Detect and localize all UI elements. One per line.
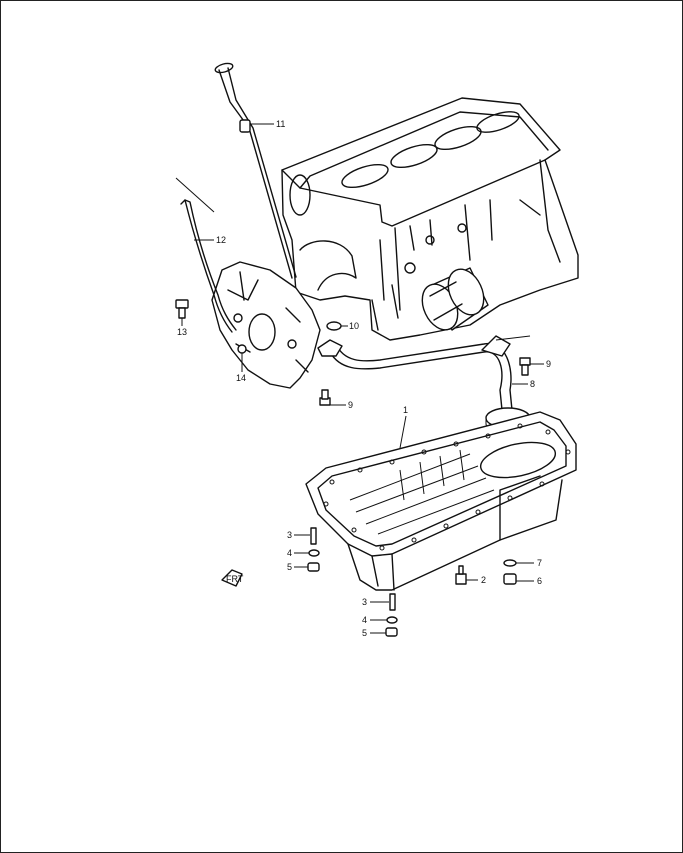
callouts: 1 2 3 4 5 3 4 5 6 7 8 9 9 10 11 12 13 (177, 119, 551, 638)
front-marker-label: FRT (226, 574, 244, 584)
oil-strainer (317, 335, 531, 431)
callout-9-upper: 9 (546, 359, 551, 369)
callout-4-lower: 4 (362, 615, 367, 625)
callout-6: 6 (537, 576, 542, 586)
callout-2: 2 (481, 575, 486, 585)
front-direction-arrow-icon: FRT (221, 569, 244, 587)
stud-3-upper (310, 527, 317, 545)
engine-block (281, 97, 579, 341)
oil-level-gauge (214, 62, 297, 279)
callout-8: 8 (530, 379, 535, 389)
callout-9-lower: 9 (348, 400, 353, 410)
callout-1: 1 (403, 405, 408, 415)
callout-14: 14 (236, 373, 246, 383)
washer-4-lower (386, 616, 398, 624)
callout-10: 10 (349, 321, 359, 331)
bolt-13 (175, 299, 189, 319)
callout-13: 13 (177, 327, 187, 337)
bolt-9-lower (319, 389, 331, 406)
oil-pan (305, 411, 577, 591)
nut-5-upper (307, 562, 320, 572)
callout-4-upper: 4 (287, 548, 292, 558)
callout-3-lower: 3 (362, 597, 367, 607)
o-ring-14 (237, 344, 247, 354)
front-cover (211, 261, 321, 389)
washer-4-upper (308, 549, 320, 557)
stud-3-lower (389, 593, 396, 611)
callout-5-upper: 5 (287, 562, 292, 572)
oil-filter (421, 267, 489, 331)
callout-12: 12 (216, 235, 226, 245)
drain-plug-2 (455, 565, 467, 585)
callout-5-lower: 5 (362, 628, 367, 638)
gasket-10 (326, 321, 342, 331)
bolt-9-upper (519, 357, 531, 376)
gasket-7 (503, 559, 517, 567)
plug-6 (503, 573, 517, 585)
oil-level-gauge-guide (175, 177, 237, 333)
nut-5-lower (385, 627, 398, 637)
callout-11: 11 (276, 119, 285, 129)
callout-3-upper: 3 (287, 530, 292, 540)
callout-7: 7 (537, 558, 542, 568)
